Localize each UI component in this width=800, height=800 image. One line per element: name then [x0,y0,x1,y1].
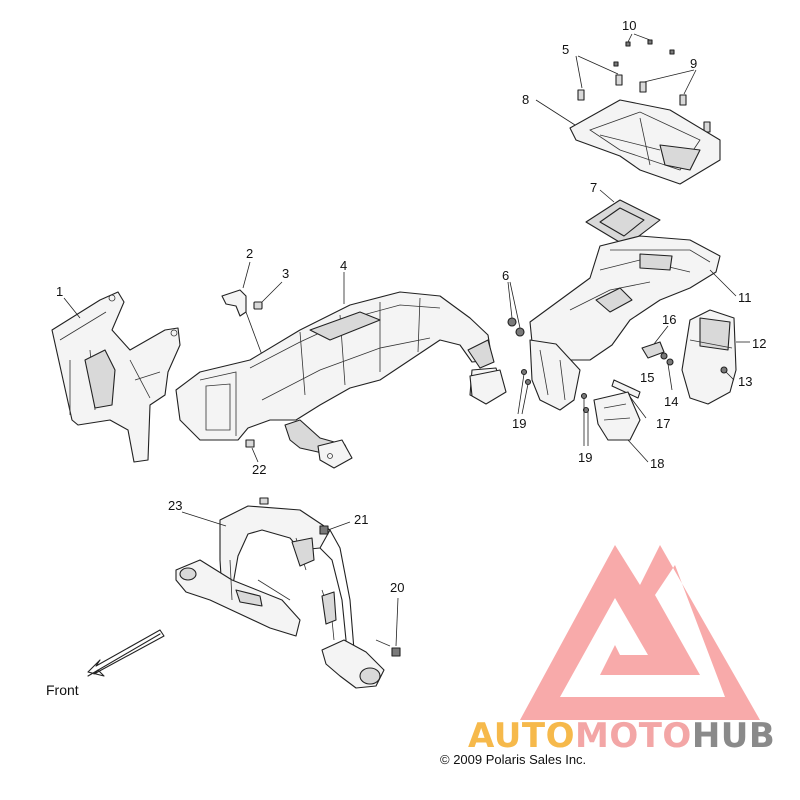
watermark-triangle [520,545,760,720]
part-5-9-10-bolts [575,33,711,133]
callout-13: 13 [738,374,752,389]
part-20-bolt [375,597,401,657]
part-12-rear-box [681,309,750,405]
callout-11: 11 [738,290,752,305]
part-mount-plates [317,369,507,469]
part-1-front-bracket [51,291,181,463]
part-2-small-bracket [221,261,263,356]
callout-20: 20 [390,580,404,595]
callout-2: 2 [246,246,253,261]
callout-4: 4 [340,258,347,273]
front-direction-arrow [87,629,165,677]
callout-8: 8 [522,92,529,107]
callout-17: 17 [656,416,670,431]
brand-word-moto: MOTO [574,716,692,756]
callout-16: 16 [662,312,676,327]
callout-23: 23 [168,498,182,513]
part-22-bolt [245,439,259,463]
callout-1: 1 [56,284,63,299]
part-21-bolt [319,521,351,535]
callout-labels: 1 2 3 4 5 6 7 8 9 10 11 12 13 14 15 16 1… [56,18,766,595]
callout-10: 10 [622,18,636,33]
callout-18: 18 [650,456,664,471]
part-18-plate [593,391,649,463]
copyright-notice: © 2009 Polaris Sales Inc. [440,752,587,767]
part-6-nuts [507,281,525,337]
part-23-lower-cradle [175,497,385,689]
brand-word-auto: AUTO [468,716,575,756]
callout-9: 9 [690,56,697,71]
callout-21: 21 [354,512,368,527]
part-7-gasket [585,189,661,247]
callout-22: 22 [252,462,266,477]
parts-14-15-16-hardware [641,325,674,391]
callout-5: 5 [562,42,569,57]
callout-19b: 19 [578,450,592,465]
part-13-bolt [720,366,735,381]
callout-14: 14 [664,394,678,409]
front-label: Front [46,682,79,698]
part-3-bolt [253,281,283,310]
callout-6: 6 [502,268,509,283]
brand-word-hub: HUB [691,716,776,756]
callout-7: 7 [590,180,597,195]
callout-15: 15 [640,370,654,385]
part-8-top-plate [535,99,721,185]
callout-3: 3 [282,266,289,281]
watermark-logo [520,545,760,720]
callout-19a: 19 [512,416,526,431]
watermark-brand-text: AUTOMOTOHUB [468,716,775,756]
callout-12: 12 [752,336,766,351]
part-rear-lower-bracket [517,339,590,446]
part-11-rear-frame [529,235,737,361]
